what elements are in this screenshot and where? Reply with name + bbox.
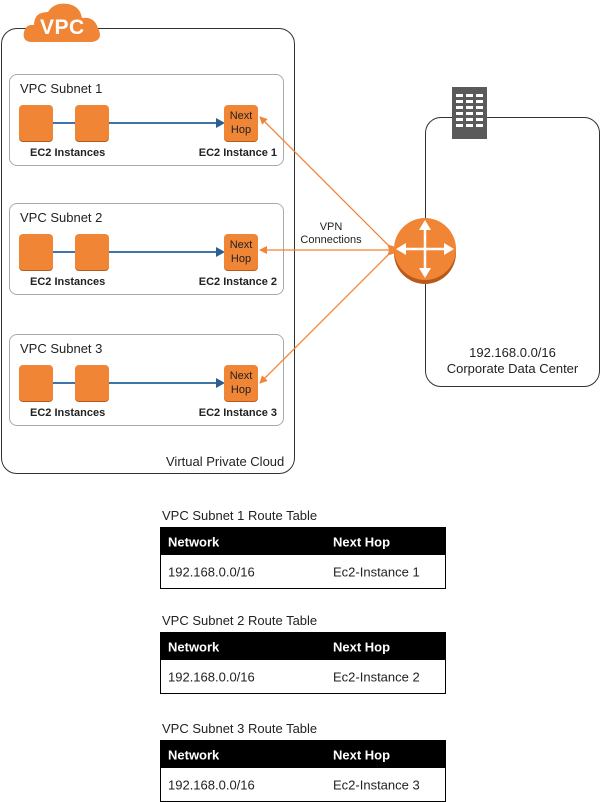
connector-line	[53, 251, 75, 253]
ec2-instance-icon	[75, 365, 109, 401]
connector-line	[109, 382, 217, 384]
vpn-line-1	[259, 116, 396, 253]
header-next-hop: Next Hop	[333, 534, 391, 549]
cell-next-hop: Ec2-Instance 2	[333, 669, 420, 684]
route-table-1: Network Next Hop 192.168.0.0/16 Ec2-Inst…	[160, 527, 446, 589]
hop-instance-label: EC2 Instance 2	[198, 276, 277, 288]
vpc-cloud-badge: VPC	[22, 0, 104, 51]
route-table-header: Network Next Hop	[161, 633, 445, 660]
data-center-name: Corporate Data Center	[446, 361, 579, 376]
vpc-caption: Virtual Private Cloud	[166, 454, 285, 469]
data-center-network: 192.168.0.0/16	[469, 345, 556, 360]
router-icon	[394, 218, 456, 284]
next-hop-label: Next Hop	[229, 370, 253, 396]
hop-instance-label: EC2 Instance 1	[198, 147, 277, 159]
cell-next-hop: Ec2-Instance 1	[333, 564, 420, 579]
cloud-icon	[23, 3, 100, 42]
hop-instance-label: EC2 Instance 3	[198, 407, 277, 419]
vpc-badge-label: VPC	[40, 16, 85, 39]
subnet-2: VPC Subnet 2 Next Hop EC2 Instances EC2 …	[9, 203, 284, 295]
header-next-hop: Next Hop	[333, 639, 391, 654]
header-network: Network	[168, 747, 220, 762]
ec2-instances-label: EC2 Instances	[30, 147, 106, 159]
cell-network: 192.168.0.0/16	[168, 669, 255, 684]
ec2-instance-icon	[75, 234, 109, 270]
connector-line	[53, 122, 75, 124]
cell-network: 192.168.0.0/16	[168, 564, 255, 579]
ec2-instance-icon	[19, 365, 53, 401]
subnet-label: VPC Subnet 3	[20, 341, 103, 356]
next-hop-label: Next Hop	[229, 110, 253, 136]
cell-next-hop: Ec2-Instance 3	[333, 777, 420, 792]
ec2-instance-icon	[75, 105, 109, 141]
subnet-label: VPC Subnet 2	[20, 210, 103, 225]
next-hop-instance: Next Hop	[224, 234, 258, 270]
data-center-caption: 192.168.0.0/16 Corporate Data Center	[425, 345, 600, 377]
cell-network: 192.168.0.0/16	[168, 777, 255, 792]
arrow-head-icon	[216, 118, 225, 128]
next-hop-instance: Next Hop	[224, 365, 258, 401]
route-table-3: Network Next Hop 192.168.0.0/16 Ec2-Inst…	[160, 740, 446, 802]
connector-line	[109, 122, 217, 124]
table-row: 192.168.0.0/16 Ec2-Instance 3	[161, 768, 445, 801]
subnet-1: VPC Subnet 1 Next Hop EC2 Instances EC2 …	[9, 74, 284, 166]
connector-line	[53, 382, 75, 384]
building-icon	[452, 87, 487, 139]
vpn-line-3	[259, 247, 396, 384]
route-table-title: VPC Subnet 2 Route Table	[162, 613, 318, 628]
route-table-2: Network Next Hop 192.168.0.0/16 Ec2-Inst…	[160, 632, 446, 694]
arrow-head-icon	[216, 378, 225, 388]
table-row: 192.168.0.0/16 Ec2-Instance 1	[161, 555, 445, 588]
subnet-label: VPC Subnet 1	[20, 81, 103, 96]
subnet-3: VPC Subnet 3 Next Hop EC2 Instances EC2 …	[9, 334, 284, 426]
arrow-head-icon	[216, 247, 225, 257]
connector-line	[109, 251, 217, 253]
route-table-title: VPC Subnet 1 Route Table	[162, 508, 318, 523]
route-table-header: Network Next Hop	[161, 528, 445, 555]
route-table-title: VPC Subnet 3 Route Table	[162, 721, 318, 736]
ec2-instance-icon	[19, 234, 53, 270]
ec2-instances-label: EC2 Instances	[30, 276, 106, 288]
header-network: Network	[168, 639, 220, 654]
next-hop-instance: Next Hop	[224, 105, 258, 141]
table-row: 192.168.0.0/16 Ec2-Instance 2	[161, 660, 445, 693]
header-next-hop: Next Hop	[333, 747, 391, 762]
next-hop-label: Next Hop	[229, 239, 253, 265]
header-network: Network	[168, 534, 220, 549]
route-table-header: Network Next Hop	[161, 741, 445, 768]
ec2-instance-icon	[19, 105, 53, 141]
ec2-instances-label: EC2 Instances	[30, 407, 106, 419]
